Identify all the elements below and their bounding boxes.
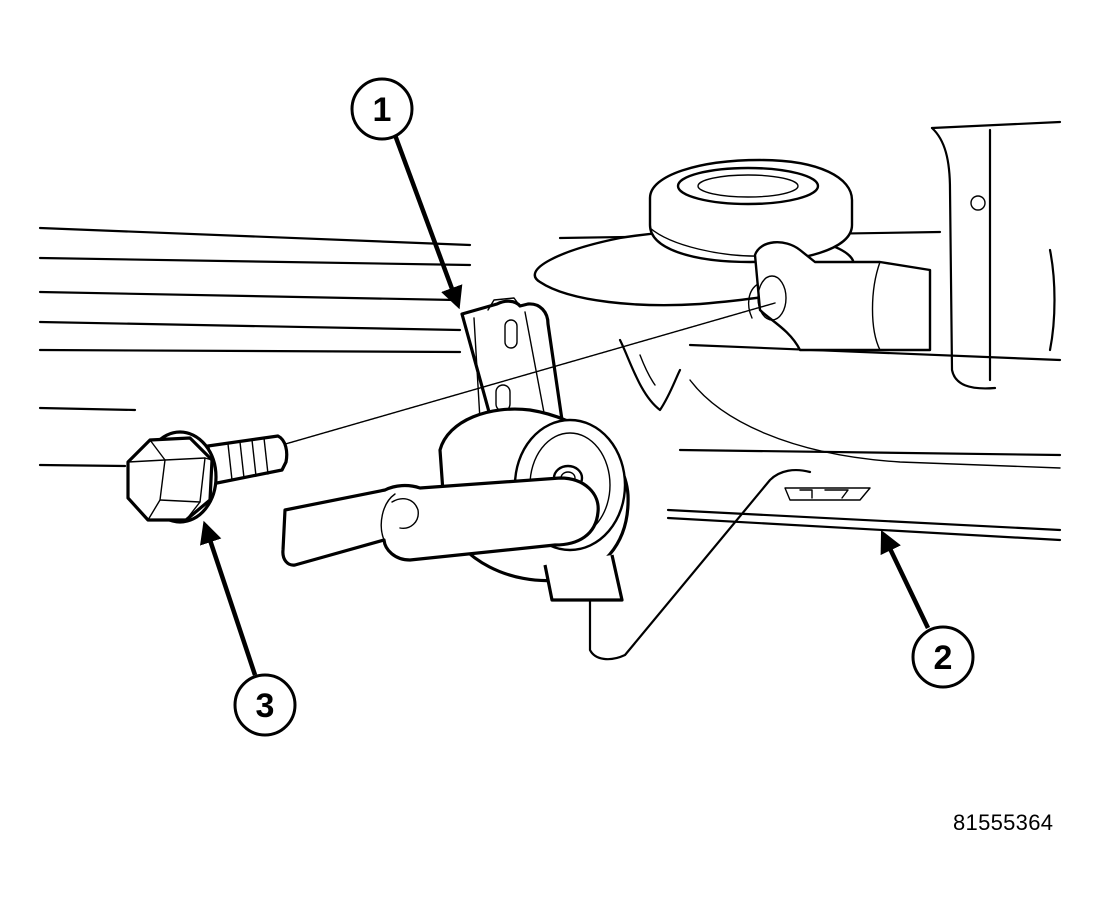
lower-bracket: [588, 469, 871, 661]
frame-rail: [38, 226, 1062, 542]
mount-bushing: [533, 158, 932, 412]
alignment-centerline: [274, 302, 776, 448]
sensor-assembly: [281, 297, 630, 602]
callout-2: 2: [880, 529, 975, 689]
bolt: [126, 430, 289, 524]
callout-2-label: 2: [934, 639, 953, 677]
callout-1: 1: [350, 77, 463, 310]
figure-id: 81555364: [953, 810, 1054, 835]
callout-3-label: 3: [256, 687, 275, 725]
callout-1-label: 1: [373, 91, 392, 129]
callout-3: 3: [200, 520, 297, 737]
upper-bracket: [930, 120, 1062, 390]
